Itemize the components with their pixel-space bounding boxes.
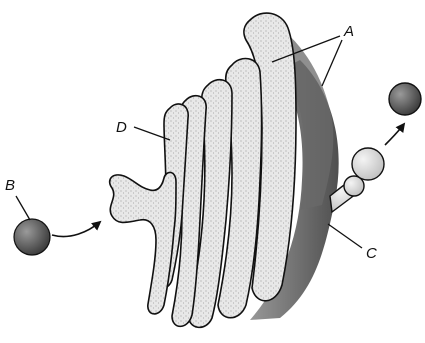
cisterna-1 <box>110 172 176 313</box>
leader-a-2 <box>322 40 342 86</box>
label-c: C <box>366 245 377 262</box>
vesicle-incoming <box>14 219 50 255</box>
arrow-vesicle-out <box>385 124 404 145</box>
arrow-vesicle-in <box>52 222 100 237</box>
vesicle-secreted <box>389 83 421 115</box>
golgi-cisternae <box>110 13 296 327</box>
vesicle-bud-large <box>352 148 384 180</box>
budding-vesicles <box>330 83 421 212</box>
leader-c <box>328 224 362 248</box>
leader-b <box>16 196 30 220</box>
label-b: B <box>5 177 15 194</box>
label-a: A <box>343 23 354 40</box>
label-d: D <box>116 119 127 136</box>
